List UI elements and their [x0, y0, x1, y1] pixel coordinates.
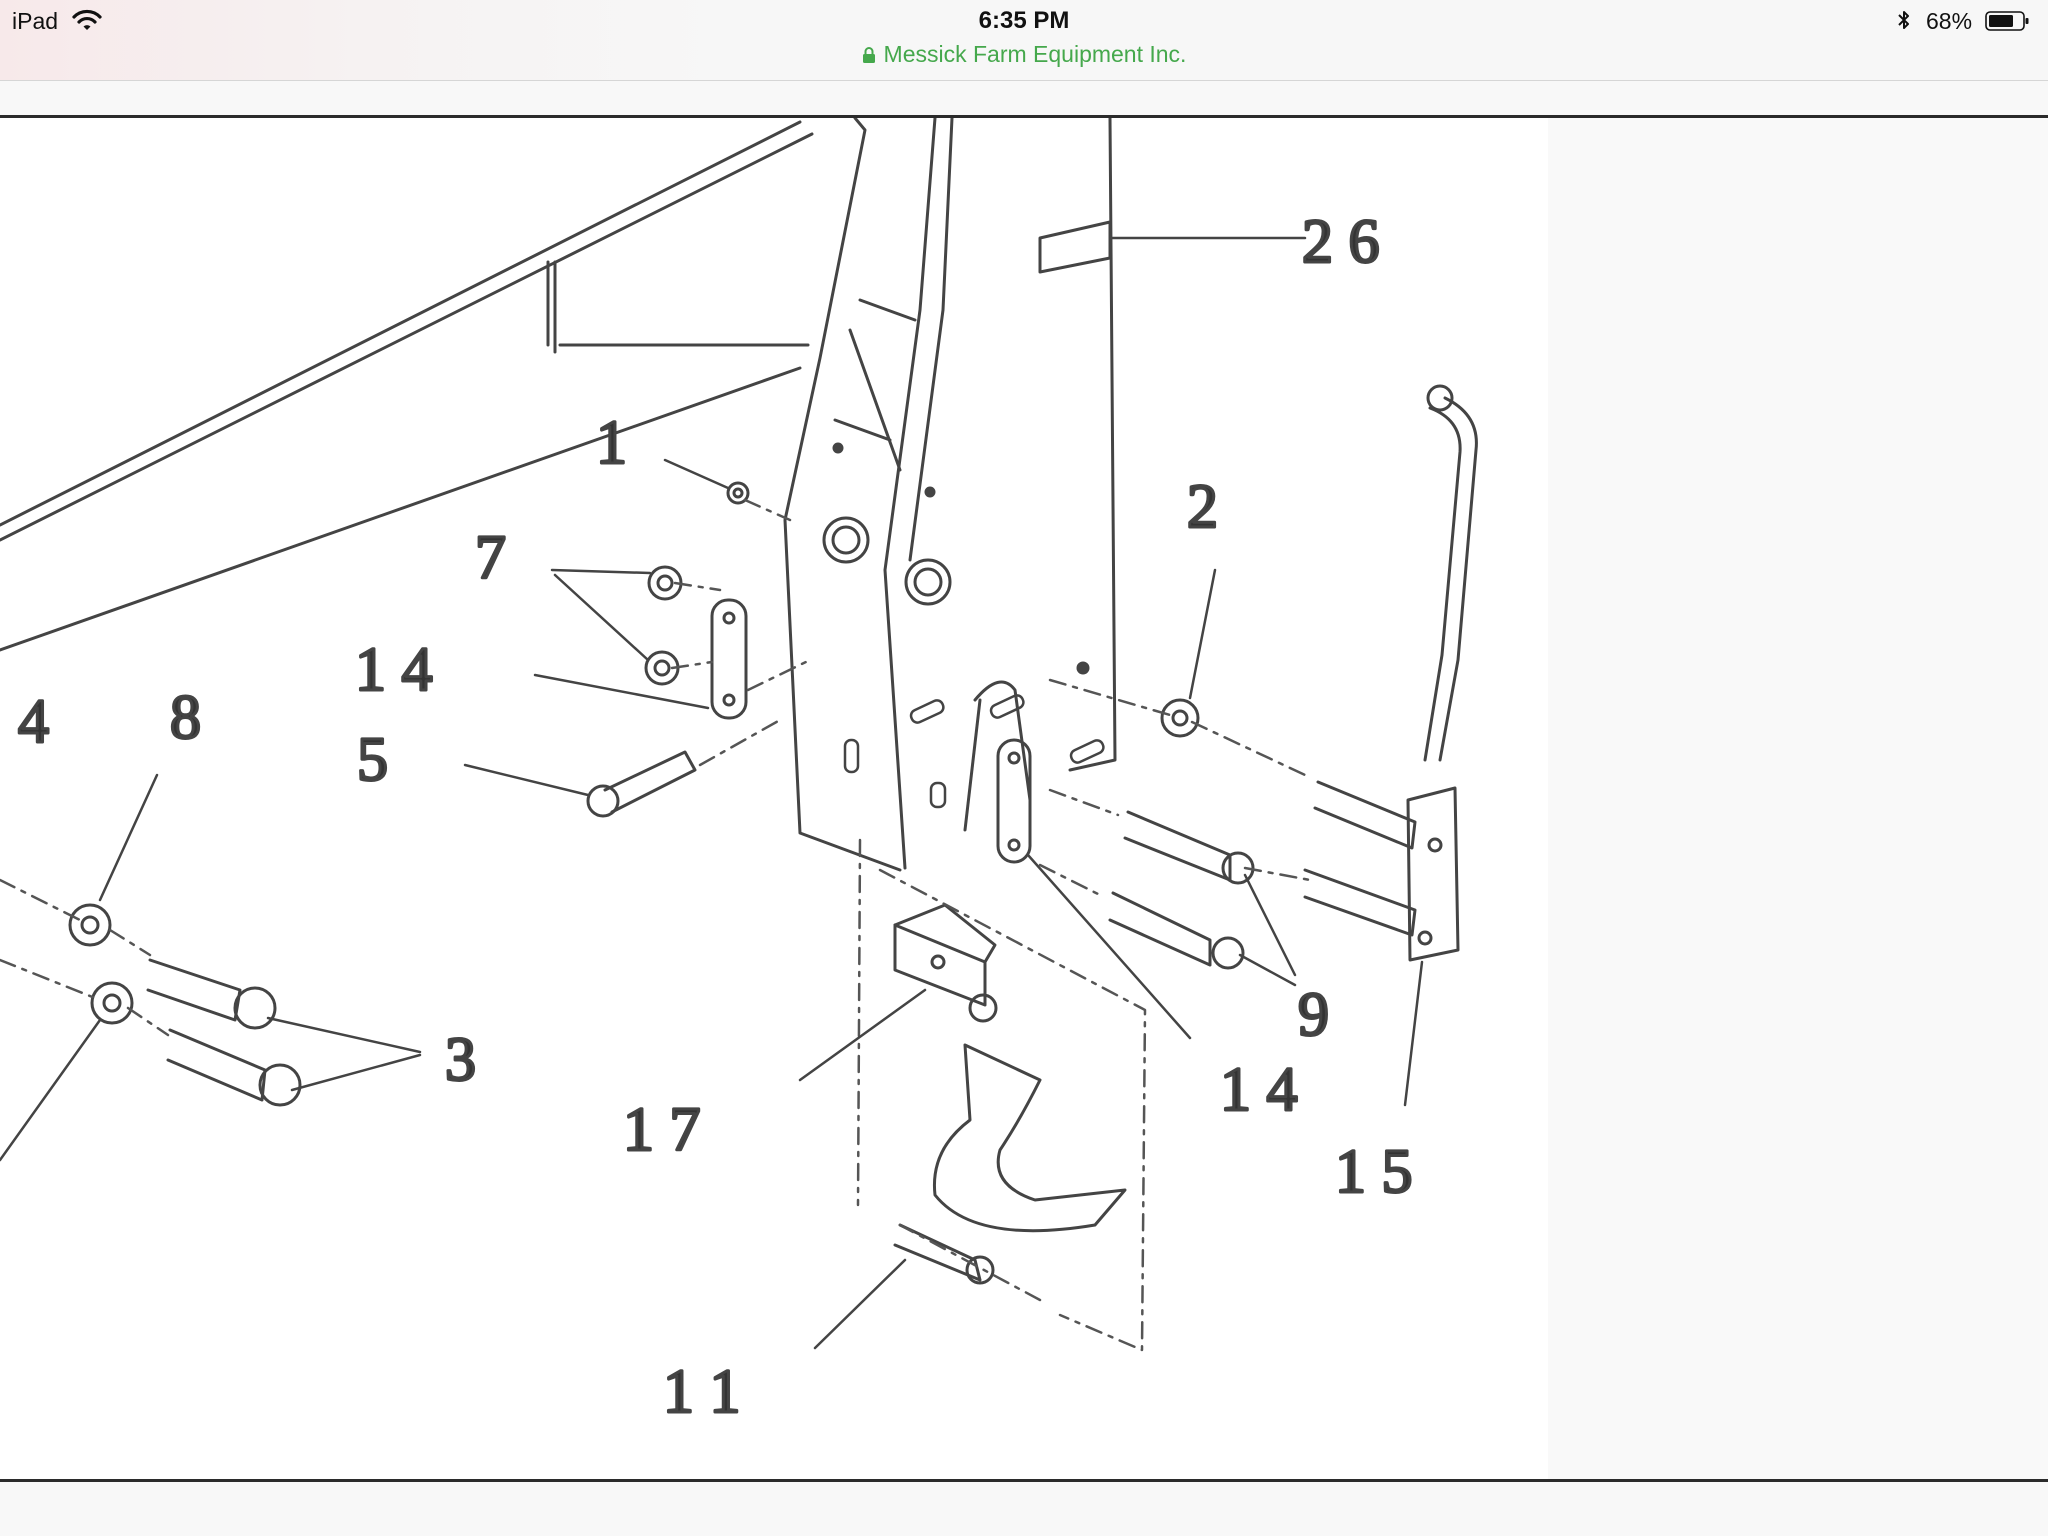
part-26-bracket	[1038, 220, 1112, 274]
callout-11: 1 1	[663, 1358, 741, 1426]
part-14-plate-left	[710, 598, 748, 720]
site-title: Messick Farm Equipment Inc.	[883, 41, 1187, 67]
part-2-washer	[1160, 698, 1200, 738]
part-5-bolt	[586, 750, 697, 818]
callout-17: 1 7	[623, 1096, 701, 1164]
part-1-nut	[726, 481, 750, 505]
lock-icon	[862, 47, 875, 63]
callout-26: 2 6	[1302, 208, 1380, 276]
battery-icon	[1985, 11, 2029, 31]
parts-diagram-drawing: 1 2 2 6 7 1 4 5 4 8 3 1 7 9 1 4 1 5 1 1	[0, 118, 1478, 1428]
callout-3: 3	[445, 1026, 476, 1094]
part-9-pins	[1108, 780, 1417, 970]
wifi-icon	[72, 9, 102, 30]
part-17-block	[893, 903, 998, 1023]
toolbar-strip	[0, 81, 2048, 115]
callout-7: 7	[475, 524, 506, 592]
clock: 6:35 PM	[978, 7, 1070, 34]
pivot-bushing-left	[822, 516, 870, 564]
part-15-latch-rod	[1406, 384, 1478, 962]
assembly-lines	[0, 498, 1312, 1352]
callout-2: 2	[1187, 473, 1218, 541]
part-3-bolts	[146, 958, 302, 1107]
callout-9: 9	[1298, 981, 1329, 1049]
status-bar: iPad 6:35 PM Messick Farm Equipment Inc.…	[0, 0, 2048, 81]
part-14-plate-right	[996, 738, 1032, 864]
callout-14-left: 1 4	[355, 636, 433, 704]
callout-14-right: 1 4	[1220, 1056, 1298, 1124]
callout-15: 1 5	[1335, 1138, 1413, 1206]
address-bar[interactable]: Messick Farm Equipment Inc.	[0, 41, 2048, 68]
blank-panel	[1548, 118, 2048, 1479]
callout-4: 4	[18, 688, 49, 756]
hitch-tower	[783, 118, 1117, 872]
part-8-washers	[68, 903, 134, 1025]
frame-beam	[0, 120, 814, 652]
callout-5: 5	[357, 726, 388, 794]
parts-diagram[interactable]: 1 2 2 6 7 1 4 5 4 8 3 1 7 9 1 4 1 5 1 1	[0, 118, 1548, 1479]
part-11-clip	[893, 1043, 1127, 1285]
device-name: iPad	[12, 8, 59, 34]
leader-lines	[0, 236, 1424, 1350]
pivot-bushing-right	[904, 558, 952, 606]
callout-8: 8	[170, 684, 201, 752]
content-top-rule	[0, 115, 2048, 118]
callout-1: 1	[596, 409, 627, 477]
bluetooth-icon	[1898, 11, 1909, 29]
battery-percentage: 68%	[1926, 8, 1973, 34]
slots	[843, 694, 1105, 809]
content-bottom-rule	[0, 1479, 2048, 1482]
